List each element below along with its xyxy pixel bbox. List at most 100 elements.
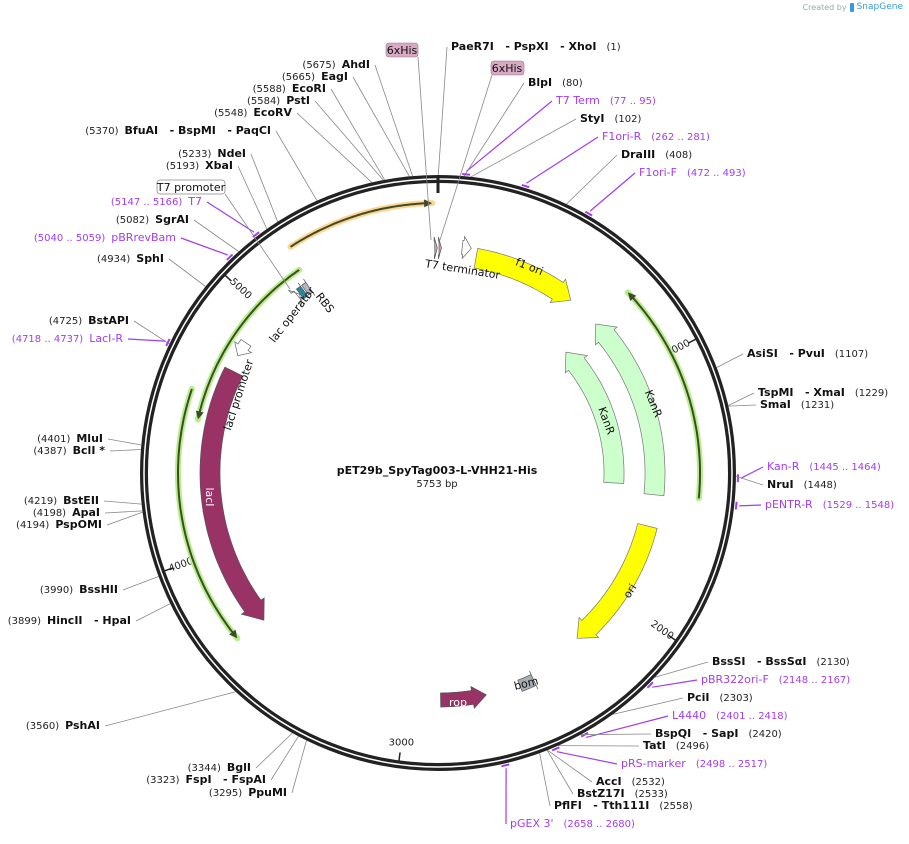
enzyme-name: BfuAI - BspMI - PaqCI [125,124,271,137]
site-position: (2498 .. 2517) [696,759,768,770]
enzyme-site-label[interactable]: (5233)NdeI [178,147,246,160]
site-position: (3990) [40,585,73,596]
enzyme-name: SmaI [760,398,791,411]
enzyme-site-label[interactable]: (5548)EcoRV [214,106,292,119]
primer-label[interactable]: (5040 .. 5059)pBRrevBam [34,231,176,244]
site-position: (2420) [748,729,781,740]
enzyme-name: BspQI - SapI [655,727,738,740]
enzyme-site-label[interactable]: PflFI - Tth111I(2558) [554,799,693,812]
f1-ori-feature [473,248,572,304]
primer-name: pRS-marker [621,757,686,770]
enzyme-name: NdeI [217,147,246,160]
enzyme-leader-line [106,511,143,526]
enzyme-site-label[interactable]: (4198)ApaI [33,506,100,519]
his-tag-feature [438,236,442,260]
bom-label: bom [513,674,540,693]
enzyme-name: BglI [227,761,251,774]
enzyme-leader-line [107,438,142,446]
primer-label[interactable]: pRS-marker (2498 .. 2517) [621,757,767,770]
enzyme-site-label[interactable]: TatI(2496) [643,739,709,752]
enzyme-site-label[interactable]: BlpI(80) [528,76,583,89]
primer-leader-line [466,100,553,172]
enzyme-site-label[interactable]: (4387)BclI * [33,444,105,457]
his-tag-label: 6xHis [387,44,418,57]
his-tag-label-box[interactable] [490,60,525,76]
primer-name: L4440 [672,709,706,722]
primer-label[interactable]: L4440(2401 .. 2418) [672,709,788,722]
enzyme-name: BstAPI [88,314,129,327]
primer-label[interactable]: pENTR-R(1529 .. 1548) [765,498,894,511]
site-position: (102) [614,114,641,125]
enzyme-leader-line [352,76,410,177]
enzyme-site-label[interactable]: (3344)BglI [188,761,251,774]
enzyme-name: AsiSI - PvuI [747,347,825,360]
enzyme-site-label[interactable]: AsiSI - PvuI (1107) [747,347,868,360]
enzyme-site-label[interactable]: (3899)HincII - HpaI [8,614,131,627]
enzyme-site-label[interactable]: BspQI - SapI (2420) [655,727,782,740]
enzyme-site-label[interactable]: SmaI(1231) [760,398,834,411]
enzyme-leader-line [612,697,684,715]
enzyme-site-label[interactable]: (4194)PspOMI [16,518,102,531]
tick-mark [163,567,173,572]
enzyme-leader-line [546,750,574,795]
enzyme-site-label[interactable]: (3990)BssHII [40,583,118,596]
primer-leader-line [180,237,228,256]
site-position: (2658 .. 2680) [564,819,636,830]
enzyme-leader-line [314,100,384,181]
primer-label[interactable]: F1ori-F(472 .. 493) [639,166,746,179]
enzyme-site-label[interactable]: PaeR7I - PspXI - XhoI(1) [451,40,621,53]
orf-insert [289,202,428,248]
primer-name: Kan-R [767,460,800,473]
enzyme-site-label[interactable]: (5665)EagI [282,70,348,83]
primer-label[interactable]: (5147 .. 5166)T7 [111,195,202,208]
enzyme-site-label[interactable]: BssSI - BssSαI(2130) [712,655,850,668]
t7-promoter-label-box[interactable] [156,179,226,195]
enzyme-site-label[interactable]: (5588)EcoRI [253,82,326,95]
primer-label[interactable]: pBR322ori-F(2148 .. 2167) [701,673,850,686]
enzyme-name: PaeR7I - PspXI - XhoI [451,40,596,53]
primer-leader-line [585,715,669,738]
enzyme-name: AhdI [342,58,370,71]
primer-leader-line [206,201,255,233]
enzyme-site-label[interactable]: DraIII(408) [621,148,692,161]
enzyme-site-label[interactable]: TspMI - XmaI(1229) [758,386,888,399]
enzyme-site-label[interactable]: (4934)SphI [97,252,164,265]
enzyme-site-label[interactable]: (5675)AhdI [302,58,370,71]
enzyme-site-label[interactable]: (4219)BstEII [24,494,99,507]
enzyme-site-label[interactable]: StyI(102) [580,112,641,125]
site-position: (5147 .. 5166) [111,197,183,208]
enzyme-site-label[interactable]: (3323)FspI - FspAI [146,773,266,786]
rop-label: rop [449,696,467,709]
site-position: (3899) [8,616,41,627]
his-tag-label: 6xHis [492,62,523,75]
primer-label[interactable]: Kan-R(1445 .. 1464) [767,460,881,473]
primer-binding-mark [584,210,593,217]
enzyme-site-label[interactable]: (3560)PshAI [26,719,100,732]
enzyme-site-label[interactable]: NruI(1448) [767,478,837,491]
enzyme-site-label[interactable]: (4725)BstAPI [49,314,129,327]
primer-label[interactable]: T7 Term(77 .. 95) [555,94,656,107]
site-position: (1229) [855,388,888,399]
enzyme-site-label[interactable]: AccI(2532) [596,775,665,788]
site-position: (2148 .. 2167) [779,675,851,686]
enzyme-site-label[interactable]: (3295)PpuMI [209,786,287,799]
credit-brand: SnapGene [856,2,903,12]
primer-label[interactable]: pGEX 3'(2658 .. 2680) [510,817,635,830]
enzyme-leader-line [539,753,551,807]
enzyme-leader-line [193,219,239,252]
enzyme-site-label[interactable]: (4401)MluI [37,432,103,445]
enzyme-name: EcoRV [253,106,292,119]
enzyme-site-label[interactable]: BstZ17I(2533) [577,787,668,800]
enzyme-site-label[interactable]: (5193)XbaI [166,159,233,172]
his-tag-label-box[interactable] [385,42,419,58]
enzyme-site-label[interactable]: PciI(2303) [687,691,753,704]
enzyme-site-label[interactable]: (5082)SgrAI [116,213,189,226]
tick-mark [687,338,697,344]
site-position: (1448) [804,480,837,491]
site-position: (1107) [835,349,868,360]
primer-label[interactable]: F1ori-R(262 .. 281) [602,130,710,143]
enzyme-site-label[interactable]: (5370)BfuAI - BspMI - PaqCI [85,124,271,137]
primer-label[interactable]: (4718 .. 4737)LacI-R [12,332,124,345]
enzyme-site-label[interactable]: (5584)PstI [247,94,310,107]
